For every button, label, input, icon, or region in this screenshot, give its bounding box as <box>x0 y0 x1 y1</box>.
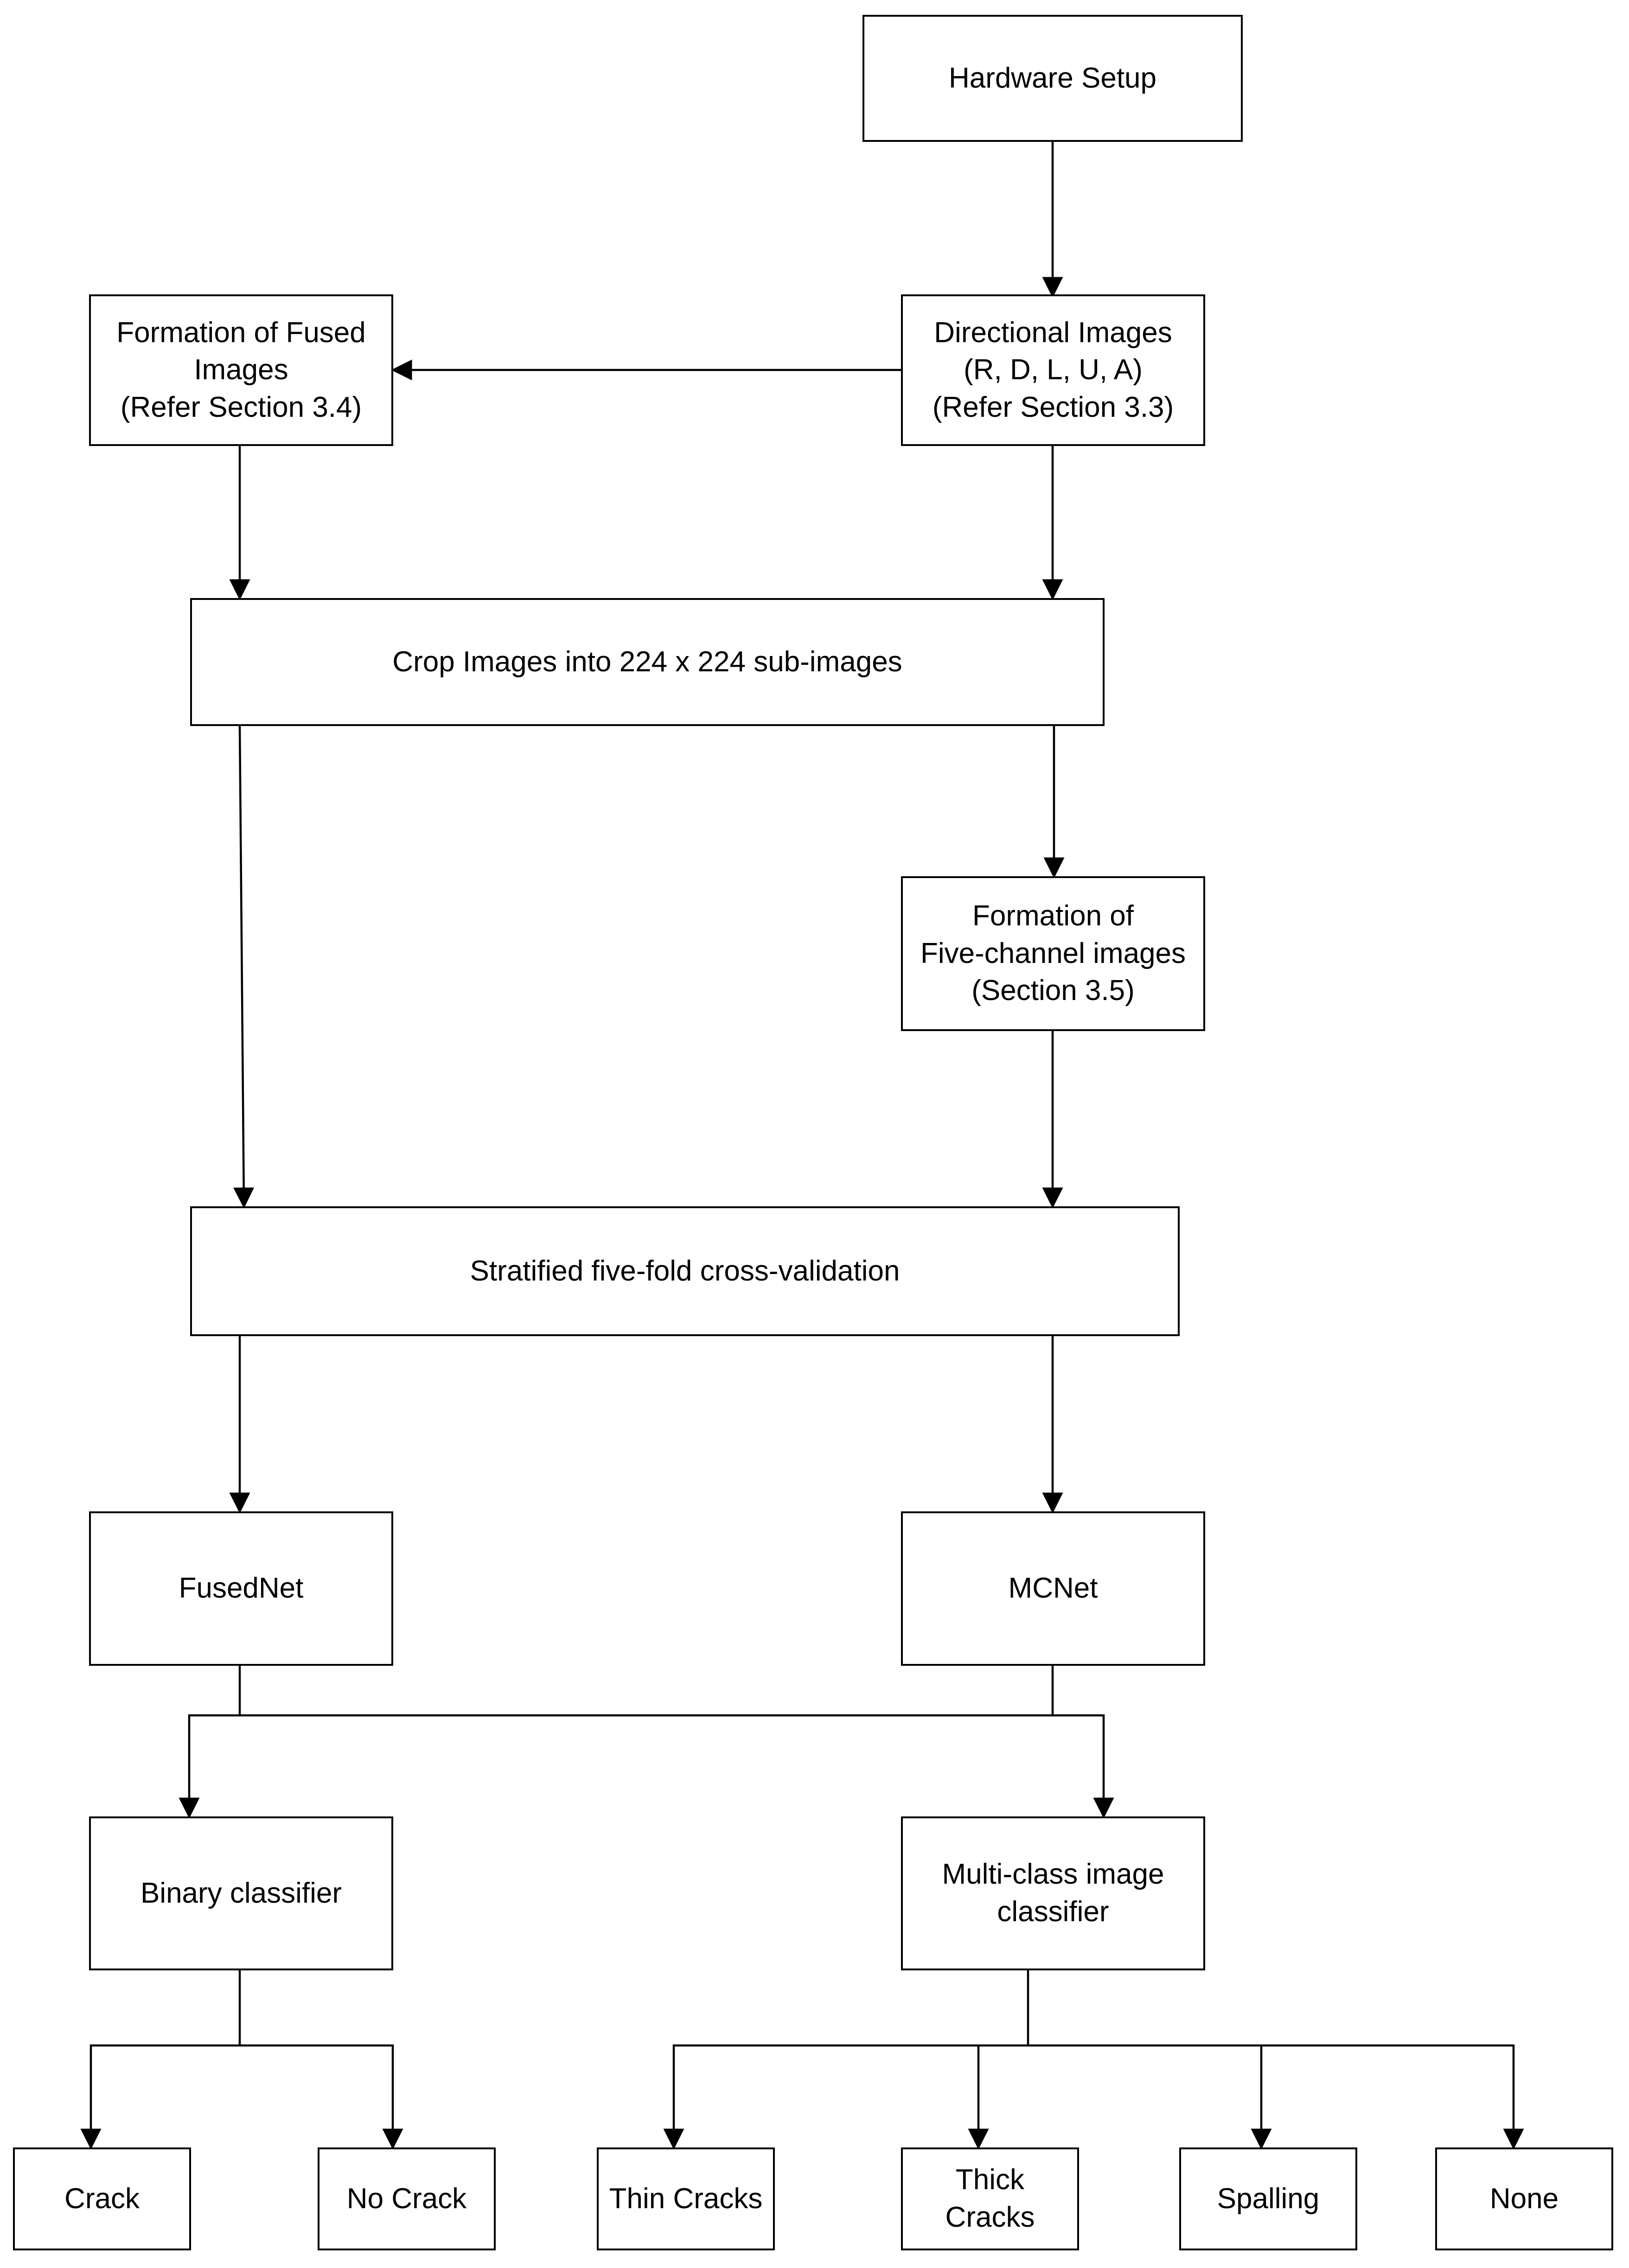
arrow-multiclass-to-spalling <box>1028 2044 1272 2150</box>
spalling-label: Spalling <box>1217 2182 1320 2215</box>
arrow-bus-to-multiclass <box>1053 1714 1114 1819</box>
mcnet-box: MCNet <box>901 1511 1205 1666</box>
mcnet-label: MCNet <box>1008 1572 1098 1605</box>
multiclass-classifier-box: Multi-class image classifier <box>901 1816 1205 1970</box>
arrow-crop-to-cross-validation <box>233 726 255 1209</box>
directional-images-label: Directional Images (R, D, L, U, A) (Refe… <box>932 316 1174 423</box>
hardware-setup-label: Hardware Setup <box>948 62 1157 94</box>
thin-cracks-label: Thin Cracks <box>609 2182 763 2215</box>
multiclass-classifier-label: Multi-class image classifier <box>942 1858 1164 1928</box>
fusednet-box: FusedNet <box>89 1511 393 1666</box>
binary-classifier-box: Binary classifier <box>89 1816 393 1970</box>
binary-classifier-label: Binary classifier <box>140 1877 342 1909</box>
fused-images-box: Formation of Fused Images (Refer Section… <box>89 294 393 446</box>
arrow-binary-to-no-crack <box>240 2044 403 2150</box>
five-channel-box: Formation of Five-channel images (Sectio… <box>901 876 1205 1031</box>
none-box: None <box>1435 2147 1613 2250</box>
hardware-setup-box: Hardware Setup <box>862 15 1243 142</box>
spalling-box: Spalling <box>1179 2147 1357 2250</box>
no-crack-box: No Crack <box>318 2147 496 2250</box>
thick-cracks-label: Thick Cracks <box>945 2164 1035 2233</box>
connector-multiclass-bus <box>663 1970 1029 2150</box>
crop-images-label: Crop Images into 224 x 224 sub-images <box>392 645 902 678</box>
directional-images-box: Directional Images (R, D, L, U, A) (Refe… <box>901 294 1205 446</box>
none-label: None <box>1489 2182 1559 2215</box>
thin-cracks-box: Thin Cracks <box>597 2147 775 2250</box>
crack-label: Crack <box>64 2182 140 2215</box>
crack-box: Crack <box>13 2147 191 2250</box>
crop-images-box: Crop Images into 224 x 224 sub-images <box>190 598 1105 726</box>
arrow-multiclass-to-none <box>1261 2044 1524 2150</box>
five-channel-label: Formation of Five-channel images (Sectio… <box>920 900 1186 1007</box>
connector-binary-bus <box>80 1970 241 2150</box>
cross-validation-box: Stratified five-fold cross-validation <box>190 1206 1180 1336</box>
fusednet-label: FusedNet <box>179 1572 304 1605</box>
arrow-bus-to-binary <box>179 1714 240 1819</box>
cross-validation-label: Stratified five-fold cross-validation <box>470 1255 900 1287</box>
fused-images-label: Formation of Fused Images (Refer Section… <box>116 316 366 423</box>
thick-cracks-box: Thick Cracks <box>901 2147 1079 2250</box>
no-crack-label: No Crack <box>346 2182 467 2215</box>
connector-models-bus <box>238 1666 1054 1717</box>
